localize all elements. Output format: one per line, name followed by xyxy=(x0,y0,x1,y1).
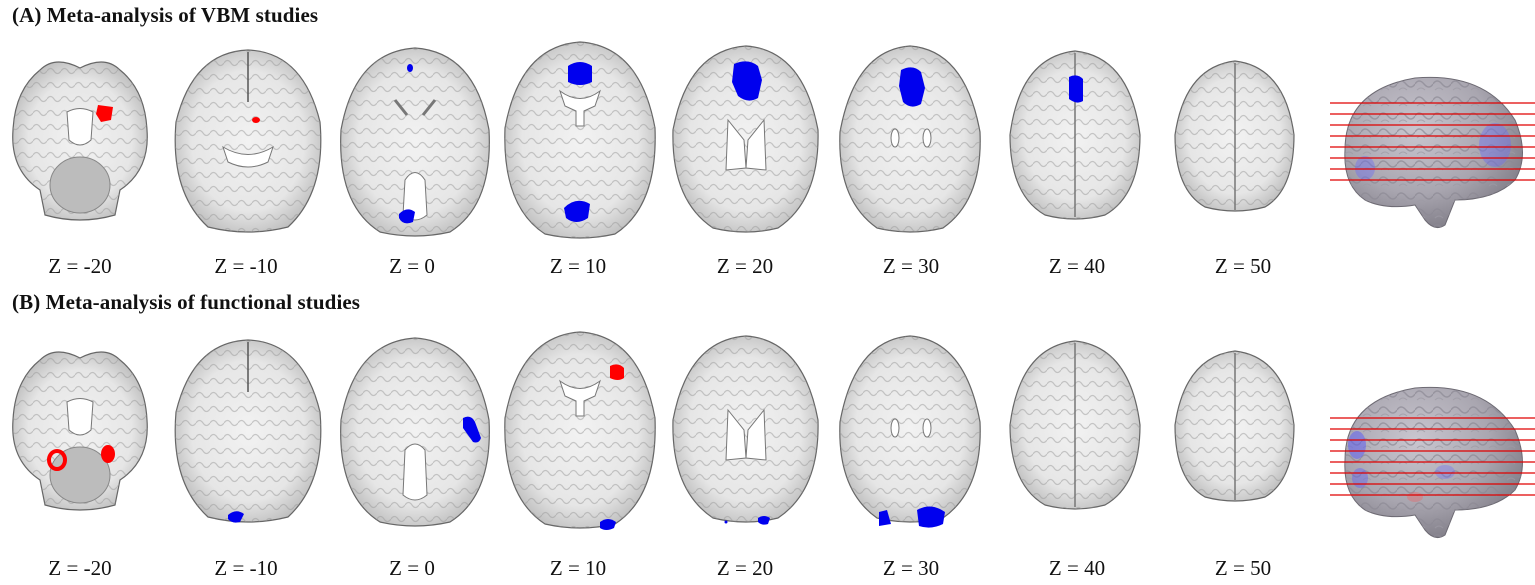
cluster-red xyxy=(610,364,624,380)
cluster-blue xyxy=(568,62,592,85)
panel-a-slice-z50 xyxy=(1170,55,1300,215)
cluster-blue xyxy=(879,510,891,526)
panel-a-label-z30: Z = 30 xyxy=(882,254,940,278)
cluster-blue xyxy=(407,64,413,72)
panel-b-slice-z40 xyxy=(1005,335,1145,515)
cluster-blue xyxy=(1069,75,1083,103)
panel-a-label-z50: Z = 50 xyxy=(1214,254,1272,278)
cluster-red xyxy=(252,117,260,123)
panel-a-label-z-20: Z = -20 xyxy=(48,254,112,278)
panel-a-slice-z10 xyxy=(500,36,660,241)
panel-b-slice-z-10 xyxy=(168,332,328,527)
cluster-blue xyxy=(899,67,925,107)
panel-b-slice-z20 xyxy=(668,330,823,525)
panel-a-label-z0: Z = 0 xyxy=(389,254,435,278)
panel-b-slice-z50 xyxy=(1170,345,1300,505)
panel-a-title: (A) Meta-analysis of VBM studies xyxy=(12,3,319,27)
panel-b-label-z10: Z = 10 xyxy=(549,556,607,580)
cluster-blue xyxy=(228,511,244,523)
panel-b-label-z-10: Z = -10 xyxy=(214,556,278,580)
panel-b-slice-z0 xyxy=(335,330,495,530)
cluster-blue xyxy=(732,61,762,101)
panel-b-slice-z10 xyxy=(500,326,660,531)
panel-a-label-z20: Z = 20 xyxy=(716,254,774,278)
panel-a-slice-z30 xyxy=(835,40,985,235)
cluster-red xyxy=(96,105,113,122)
cluster-blue xyxy=(463,416,481,443)
panel-b-3d-brain-render xyxy=(1325,370,1535,555)
cluster-blue xyxy=(758,516,770,525)
cluster-blue xyxy=(600,519,616,530)
panel-b-slice-z-20 xyxy=(5,340,155,520)
panel-a-3d-brain-render xyxy=(1325,60,1535,245)
panel-a-slice-z-20 xyxy=(5,50,155,230)
cluster-red xyxy=(101,445,115,463)
panel-a-label-z10: Z = 10 xyxy=(549,254,607,278)
cluster-blue xyxy=(917,506,945,528)
panel-b-title: (B) Meta-analysis of functional studies xyxy=(12,290,361,314)
panel-a-slice-z20 xyxy=(668,40,823,235)
panel-b-label-z40: Z = 40 xyxy=(1048,556,1106,580)
cluster-red xyxy=(47,449,67,471)
panel-b-label-z50: Z = 50 xyxy=(1214,556,1272,580)
panel-b-label-z-20: Z = -20 xyxy=(48,556,112,580)
panel-a-slice-z40 xyxy=(1005,45,1145,225)
panel-a-label-z-10: Z = -10 xyxy=(214,254,278,278)
panel-a-slice-z0 xyxy=(335,40,495,240)
panel-b-label-z0: Z = 0 xyxy=(389,556,435,580)
panel-b-slice-z30 xyxy=(835,330,985,530)
panel-a-slice-z-10 xyxy=(168,42,328,237)
panel-b-label-z20: Z = 20 xyxy=(716,556,774,580)
cluster-blue xyxy=(564,200,590,222)
panel-a-label-z40: Z = 40 xyxy=(1048,254,1106,278)
cluster-blue xyxy=(399,209,415,224)
panel-b-label-z30: Z = 30 xyxy=(882,556,940,580)
